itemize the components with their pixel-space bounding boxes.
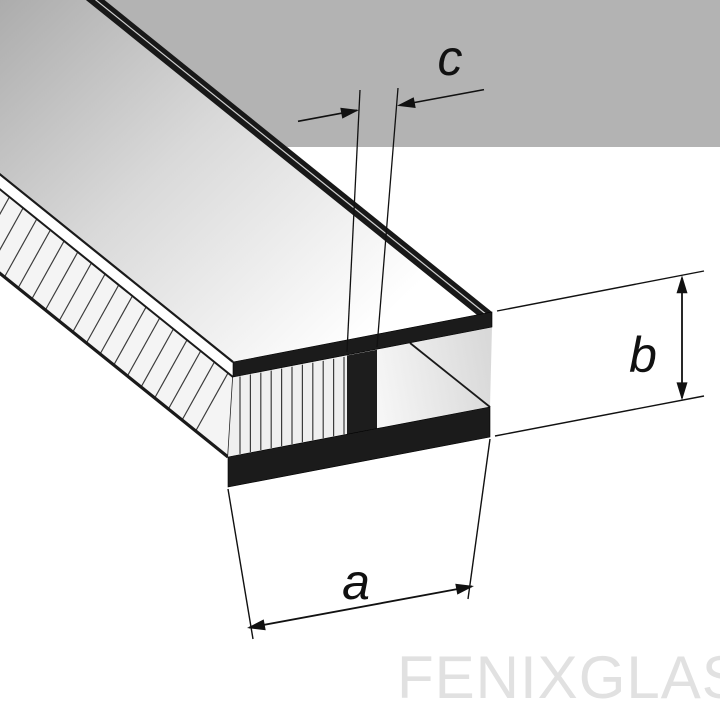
bottom-flange-left-edge	[0, 271, 230, 459]
hatch-line	[44, 251, 79, 311]
dimension-a-extension-left	[227, 488, 254, 640]
hatch-line	[0, 207, 24, 251]
dimension-b-label: b	[629, 327, 657, 383]
dimension-b-extension-top	[496, 270, 705, 312]
dimension-c: c	[297, 30, 485, 353]
dimension-c-arrowhead-left	[340, 107, 359, 119]
hatch-line	[72, 273, 106, 333]
bottom-flange-right-edge	[409, 342, 491, 408]
bottom-flange-front-face	[227, 406, 491, 488]
hatch-line	[126, 317, 161, 377]
dimension-b-arrowhead-bottom	[676, 382, 688, 401]
top-flange-left-lower-edge	[0, 188, 234, 378]
dimension-c-label: c	[438, 30, 463, 86]
dimension-c-extension-right	[376, 87, 399, 348]
top-flange-top-surface	[0, 0, 492, 362]
front-gap-hatch	[239, 356, 345, 454]
hatch-line	[31, 240, 65, 300]
dimension-b-extension-bottom	[494, 395, 705, 437]
bottom-flange-right-surface	[377, 327, 492, 429]
front-gap-left-surface	[228, 355, 347, 457]
hatch-line	[99, 295, 133, 355]
dimension-b: b	[494, 270, 705, 437]
hatch-line	[140, 328, 174, 388]
dimension-a-extension-right	[467, 438, 491, 600]
dimension-b-arrowhead-top	[676, 275, 688, 294]
hatch-line	[58, 262, 92, 322]
dimension-c-extension-left	[346, 89, 361, 353]
top-flange-front-face	[232, 311, 493, 378]
hatch-line	[17, 229, 51, 289]
dimension-a: a	[227, 438, 491, 640]
right-edge-highlight-line	[94, 0, 493, 320]
hatch-line	[113, 306, 147, 366]
web-front-face	[347, 349, 377, 435]
hatch-line	[167, 350, 202, 410]
hatch-line	[195, 372, 229, 432]
dimension-a-line	[248, 585, 473, 629]
hatch-line	[3, 218, 38, 278]
left-strip-hatch	[0, 196, 229, 432]
hatch-line	[181, 361, 215, 421]
bottom-flange-left-surface	[0, 189, 233, 457]
top-flange-left-upper-edge	[0, 172, 234, 363]
top-flange-right-side-face	[85, 0, 492, 327]
dimension-c-arrowhead-right	[397, 97, 416, 108]
watermark-text: FENIXGLAS	[397, 644, 720, 711]
hatch-line	[85, 284, 120, 344]
hatch-line	[154, 339, 188, 399]
dimension-a-label: a	[342, 554, 370, 610]
dimension-a-arrowhead-right	[455, 583, 474, 595]
dimension-a-arrowhead-left	[247, 619, 266, 631]
hatch-line	[0, 196, 10, 216]
